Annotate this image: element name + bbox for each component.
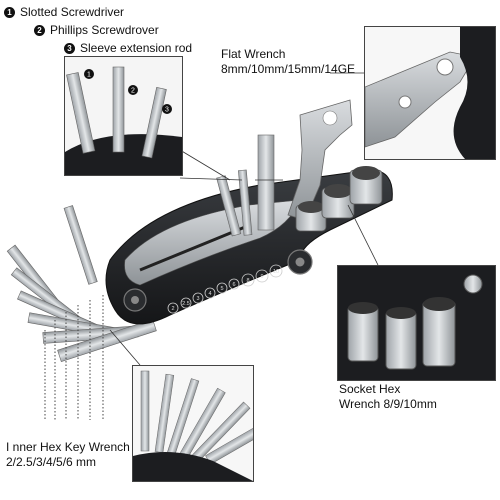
body-size-marking-labels: 2 2.5 3 4 5 6 8 9 10	[171, 269, 279, 312]
hex-key-inset	[132, 365, 254, 482]
marking-6: 6	[232, 282, 235, 288]
socket-hex-callout: Socket Hex Wrench 8/9/10mm	[339, 382, 437, 412]
flat-wrench-title: Flat Wrench	[221, 47, 286, 61]
socket-hex-sizes: Wrench 8/9/10mm	[339, 397, 437, 411]
socket-inset	[337, 265, 496, 381]
socket-hex-title: Socket Hex	[339, 382, 401, 396]
label-text: Phillips Screwdrover	[50, 23, 159, 37]
label-sleeve-extension-rod: 3 Sleeve extension rod	[64, 41, 192, 55]
number-badge-1: 1	[4, 6, 15, 18]
mounted-sockets	[295, 166, 383, 232]
inset-marker-1: 1	[87, 72, 91, 79]
hex-key-guide-lines	[44, 295, 104, 420]
label-text: Slotted Screwdriver	[20, 5, 125, 19]
marking-3: 3	[196, 296, 199, 302]
inset-marker-3: 3	[165, 107, 169, 114]
marking-2-5: 2.5	[182, 301, 190, 307]
body-size-markings	[167, 264, 283, 314]
flat-wrench-callout: Flat Wrench 8mm/10mm/15mm/14GE	[221, 47, 355, 77]
marking-2: 2	[171, 306, 174, 312]
hex-key-fan	[6, 205, 157, 363]
marking-5: 5	[220, 286, 223, 292]
callout-connector-lines	[109, 72, 379, 366]
marking-9: 9	[260, 274, 263, 280]
number-badge-2: 2	[34, 24, 45, 36]
label-text: Sleeve extension rod	[80, 41, 193, 55]
marking-4: 4	[208, 291, 211, 297]
marking-10: 10	[273, 269, 279, 275]
hex-key-sizes: 2/2.5/3/4/5/6 mm	[6, 455, 97, 469]
hex-bit-upright	[257, 134, 275, 231]
label-phillips-screwdriver: 2 Phillips Screwdrover	[34, 23, 159, 37]
flat-wrench-sizes: 8mm/10mm/15mm/14GE	[221, 62, 356, 76]
flat-wrench-inset	[364, 26, 496, 160]
hex-key-callout: I nner Hex Key Wrench 2/2.5/3/4/5/6 mm	[6, 440, 130, 470]
marking-8: 8	[246, 278, 249, 284]
screwdriver-inset: 1 2 3	[64, 56, 183, 176]
label-slotted-screwdriver: 1 Slotted Screwdriver	[4, 5, 124, 19]
inset-marker-2: 2	[131, 88, 135, 95]
flat-wrench-tool	[287, 99, 353, 221]
hex-key-title: I nner Hex Key Wrench	[6, 440, 130, 454]
number-badge-3: 3	[64, 42, 75, 54]
